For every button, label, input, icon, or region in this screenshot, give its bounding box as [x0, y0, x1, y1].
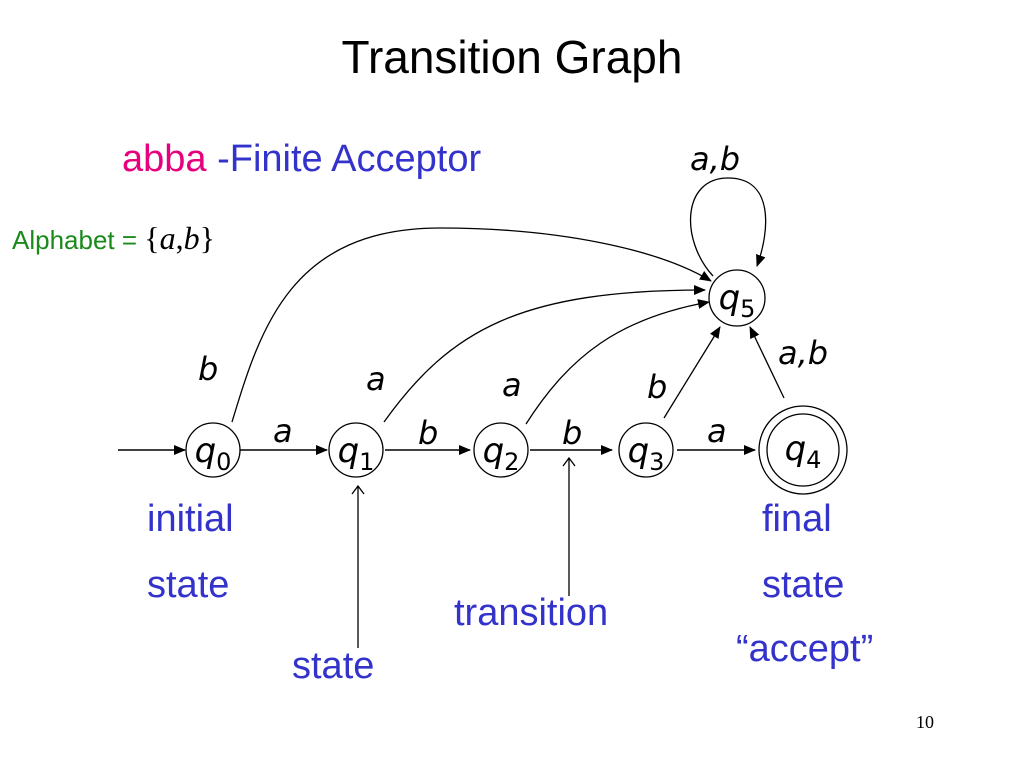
initial-state-label-line2: state — [147, 564, 230, 606]
label-q4-q5: a,b — [778, 334, 828, 372]
edge-q1-q5 — [383, 285, 706, 423]
state-q1: q1 — [328, 422, 384, 478]
edge-q5-loop — [689, 177, 767, 277]
alphabet-close-brace: } — [199, 220, 215, 256]
state-q0-name: q — [195, 431, 217, 471]
svg-text:q0: q0 — [195, 431, 232, 476]
initial-state-label-line1: initial — [147, 498, 234, 540]
label-q0-q1: a — [273, 412, 293, 450]
transition-label: transition — [454, 592, 609, 634]
svg-text:q3: q3 — [628, 431, 665, 476]
state-q2-name: q — [483, 431, 505, 471]
state-q4-name: q — [785, 429, 807, 469]
state-q1-name: q — [338, 431, 360, 471]
state-q2-sub: 2 — [504, 448, 519, 476]
label-q1-q2: b — [418, 414, 438, 452]
alphabet-open-brace: { — [144, 220, 160, 256]
alphabet-symbol-b: b — [183, 220, 200, 256]
svg-text:q2: q2 — [483, 431, 520, 476]
state-label: state — [292, 645, 375, 687]
alphabet-label: Alphabet = — [12, 225, 145, 255]
state-q3-sub: 3 — [649, 448, 664, 476]
label-q3-q4: a — [707, 412, 727, 450]
label-q2-q5: a — [502, 366, 522, 404]
state-q5-sub: 5 — [740, 295, 755, 323]
state-q4-sub: 4 — [806, 446, 821, 474]
heading-rest: -Finite Acceptor — [206, 138, 482, 180]
label-q5-loop: a,b — [690, 140, 740, 178]
state-q0: q0 — [185, 422, 241, 478]
page-number: 10 — [916, 712, 934, 732]
alphabet-definition: Alphabet = {a,b} — [12, 220, 215, 257]
svg-text:q1: q1 — [338, 431, 375, 476]
heading: abba -Finite Acceptor — [122, 138, 481, 181]
heading-word: abba — [122, 138, 207, 180]
state-q3-name: q — [628, 431, 650, 471]
alphabet-symbol-a: a — [159, 220, 176, 256]
svg-text:q4: q4 — [785, 429, 822, 474]
alphabet-comma: , — [175, 220, 184, 256]
edge-q0-q5 — [231, 227, 712, 423]
final-state-label-line2: state — [762, 564, 845, 606]
state-q2: q2 — [473, 422, 529, 478]
state-q1-sub: 1 — [359, 448, 374, 476]
svg-text:q5: q5 — [719, 278, 756, 323]
label-q0-q5: b — [198, 350, 218, 388]
alphabet-set: {a,b} — [144, 220, 215, 256]
state-q0-sub: 0 — [216, 448, 231, 476]
edge-q4-q5 — [749, 326, 785, 399]
slide-title: Transition Graph — [341, 31, 683, 83]
label-q3-q5: b — [647, 368, 667, 406]
state-q4-final: q4 — [758, 405, 848, 495]
label-q2-q3: b — [562, 414, 582, 452]
state-q3: q3 — [618, 422, 674, 478]
edge-q2-q5 — [525, 299, 710, 425]
final-state-label-line3: “accept” — [736, 628, 874, 670]
final-state-label-line1: final — [762, 498, 832, 540]
label-q1-q5: a — [366, 360, 386, 398]
state-q5: q5 — [708, 269, 766, 327]
edge-q3-q5 — [663, 326, 721, 419]
state-q5-name: q — [719, 278, 741, 318]
